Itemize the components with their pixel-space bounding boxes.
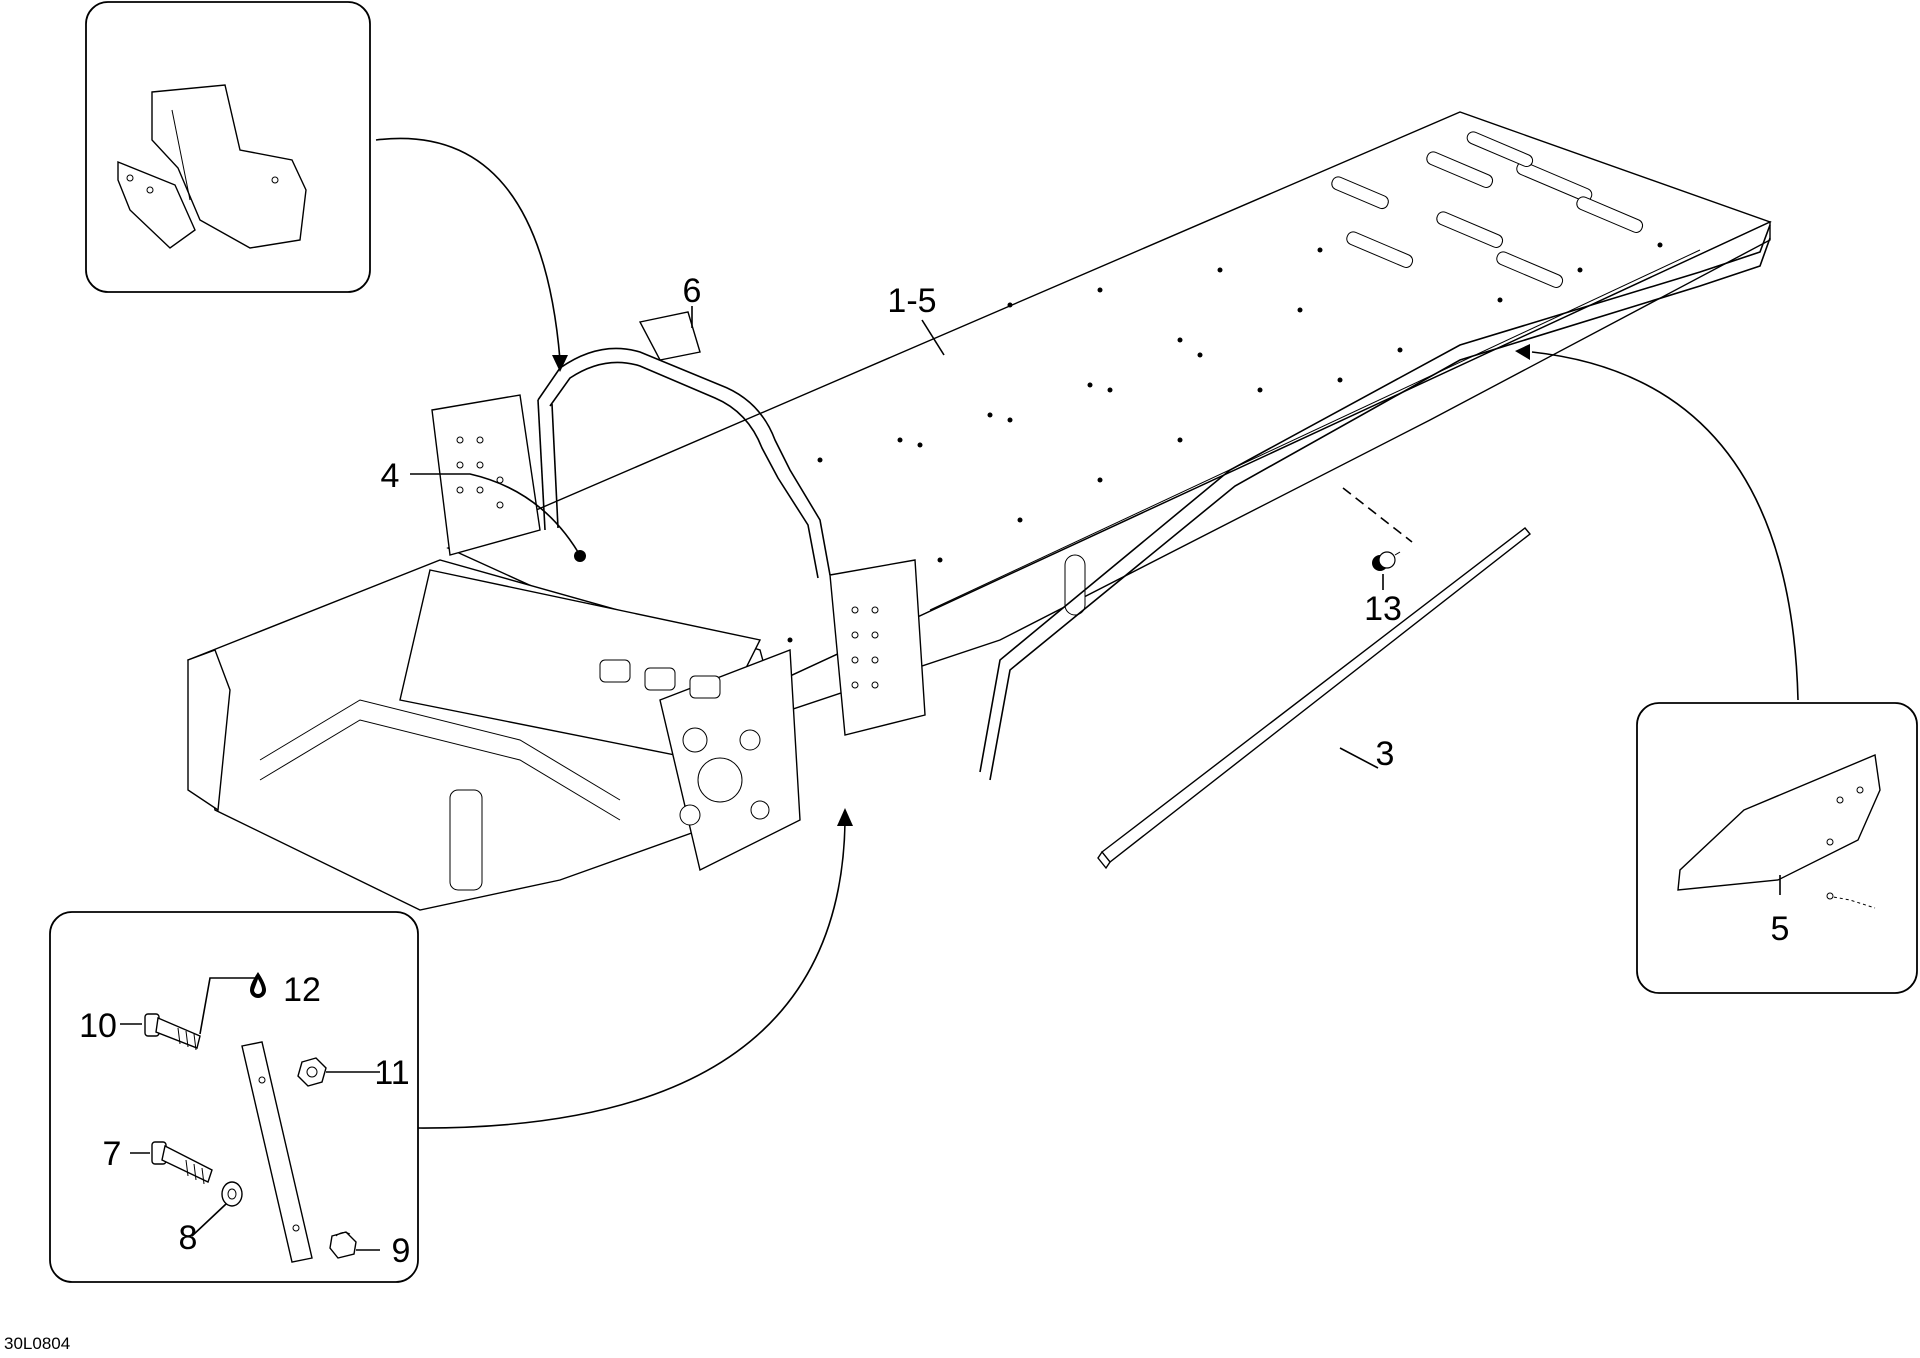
bolt-10 <box>144 1013 201 1051</box>
callout-8: 8 <box>179 1219 198 1257</box>
engine-cradle <box>187 559 801 911</box>
tunnel-rivets <box>787 242 1663 643</box>
nut-9 <box>329 1231 357 1259</box>
callout-10: 10 <box>79 1007 117 1045</box>
nut-11 <box>297 1057 327 1087</box>
callout-12: 12 <box>283 971 321 1009</box>
bolt-7 <box>151 1141 213 1185</box>
main-frame-assembly <box>187 111 1772 911</box>
inset-fasteners: 10 12 11 7 8 9 <box>49 911 419 1283</box>
steering-support <box>537 311 831 579</box>
inset-part-5: 5 <box>1636 702 1918 994</box>
figure-code: 30L0804 <box>4 1334 70 1353</box>
push-rivet-13 <box>1372 551 1401 571</box>
callout-1-5: 1-5 <box>887 282 936 320</box>
liquid-drop-icon <box>250 972 266 998</box>
callout-13: 13 <box>1364 590 1402 628</box>
callout-4: 4 <box>381 457 400 495</box>
inset-part-2 <box>85 1 371 293</box>
tube-bracket <box>241 1041 313 1263</box>
washer-8 <box>221 1181 243 1207</box>
callout-9: 9 <box>392 1232 411 1270</box>
callout-7: 7 <box>103 1135 122 1173</box>
tunnel <box>446 111 1772 721</box>
callout-5: 5 <box>1771 910 1790 948</box>
side-plate-left <box>431 394 541 556</box>
rail-strip-3 <box>1097 527 1532 870</box>
callout-3: 3 <box>1376 735 1395 773</box>
callout-11: 11 <box>374 1054 409 1092</box>
side-plate-right <box>829 559 926 736</box>
leader-lines <box>199 68 1799 1129</box>
callout-6: 6 <box>683 272 702 310</box>
part-4-location-dot <box>574 550 586 562</box>
